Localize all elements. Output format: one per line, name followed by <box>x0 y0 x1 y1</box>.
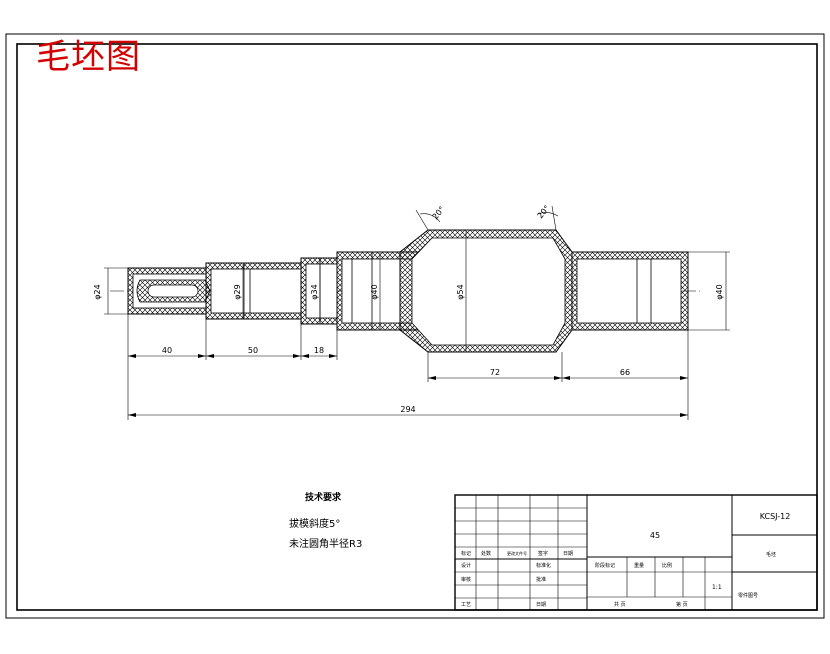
part-name: 毛坯 <box>766 551 776 558</box>
label-sheji: 设计 <box>461 562 471 569</box>
label-biaoji: 标记 <box>461 550 471 557</box>
label-scale: 比例 <box>662 562 672 569</box>
material: 45 <box>650 531 660 540</box>
shaft-section-2 <box>205 262 302 320</box>
dim-d3: φ34 <box>310 284 319 299</box>
shaft-section-5 <box>399 229 573 353</box>
dim-angle2: 20° <box>536 204 552 221</box>
label-chushu: 处数 <box>481 550 491 557</box>
label-stage: 阶段标记 <box>595 562 615 569</box>
dim-d5: φ54 <box>456 284 465 299</box>
label-gongyi: 工艺 <box>461 602 471 608</box>
label-riqi: 日期 <box>563 551 573 557</box>
tech-req-line2: 未注圆角半径R3 <box>289 537 362 550</box>
inner-frame <box>16 43 818 611</box>
sheet-info: 共 页 <box>614 601 626 608</box>
dim-l4: 72 <box>490 368 500 377</box>
sheet-no: 第 页 <box>676 601 688 608</box>
label-shenhe: 审核 <box>461 576 471 583</box>
drawing-code: KCSJ-12 <box>760 512 791 521</box>
label-weight: 重量 <box>634 562 644 569</box>
title-block <box>454 494 818 611</box>
dim-d6: φ40 <box>715 284 724 299</box>
dim-d2: φ29 <box>233 284 242 299</box>
label-qianzi: 签字 <box>538 550 548 557</box>
tech-req-heading: 技术要求 <box>305 491 342 503</box>
dim-l2: 50 <box>248 346 258 355</box>
label-genggai: 更改文件号 <box>507 550 527 556</box>
tech-req-line1: 拔模斜度5° <box>289 517 340 530</box>
diameter-dims <box>104 231 730 351</box>
dim-l5: 66 <box>620 368 630 377</box>
drawing-title: 毛坯图 <box>36 37 141 77</box>
scale-value: 1:1 <box>712 584 722 591</box>
shaft-section-6 <box>571 251 689 331</box>
dim-arrows <box>128 354 688 417</box>
dim-angle1: 20° <box>431 205 447 222</box>
shaft-section-3 <box>300 257 338 325</box>
dim-l1: 40 <box>162 346 172 355</box>
outer-frame <box>5 33 825 619</box>
dim-d1: φ24 <box>93 284 102 299</box>
shaft-section-1 <box>127 267 211 315</box>
label-riqi-2: 日期 <box>536 602 546 608</box>
label-pizhun: 批准 <box>536 576 546 583</box>
label-biaozhun: 标准化 <box>536 562 551 569</box>
dim-d4: φ40 <box>370 284 379 299</box>
company-label: 零件图号 <box>738 592 758 599</box>
angle-dims <box>415 205 559 231</box>
dim-l3: 18 <box>314 346 324 355</box>
dim-total: 294 <box>400 405 415 414</box>
